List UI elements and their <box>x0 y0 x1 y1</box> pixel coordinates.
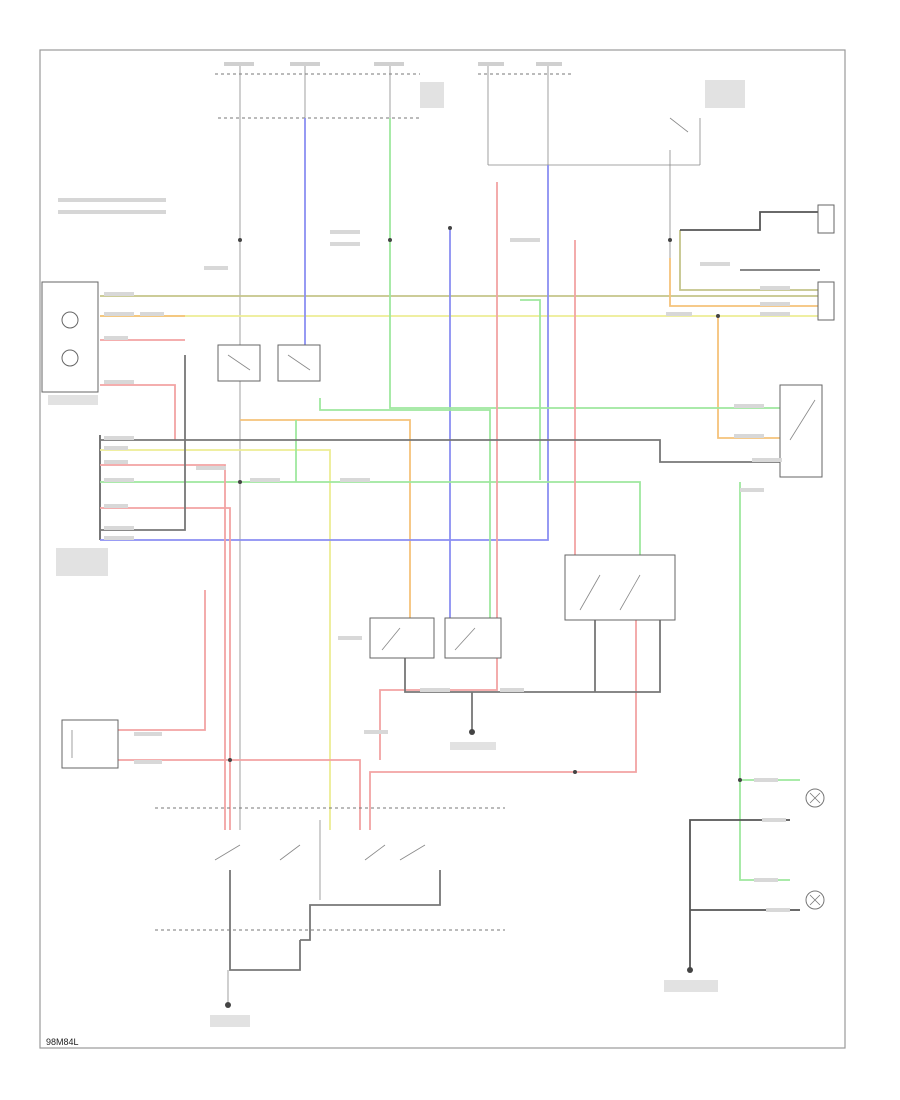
note-line-2 <box>58 210 166 214</box>
wire-tags <box>104 230 790 912</box>
bulb-icon <box>805 788 825 808</box>
relay-left <box>217 344 261 382</box>
wire-gray <box>100 211 820 971</box>
wire-orange <box>100 230 820 618</box>
ground-icon <box>210 970 250 1027</box>
fuse-block-top <box>215 62 700 830</box>
note-line-1 <box>58 198 166 202</box>
ground-icon <box>450 729 496 750</box>
combination-switch-bottom <box>155 807 505 931</box>
ground-icon <box>664 967 718 992</box>
door-switch-right <box>779 384 823 478</box>
diagram-frame <box>39 49 846 1049</box>
wire-blue <box>100 118 549 618</box>
switch-group-right <box>564 554 676 621</box>
splice-icon <box>228 226 742 782</box>
switch-group-center <box>369 617 502 659</box>
combination-switch-left <box>41 281 99 405</box>
document-code: 98M84L <box>46 1037 79 1047</box>
connector-block-left <box>56 435 108 576</box>
lighting-switch-top-right <box>669 80 745 260</box>
wire-olive <box>100 295 820 830</box>
relay-lower-left <box>61 719 119 769</box>
connector-right-top <box>817 204 835 321</box>
relay-right <box>277 344 321 382</box>
bulb-icon <box>805 890 825 910</box>
